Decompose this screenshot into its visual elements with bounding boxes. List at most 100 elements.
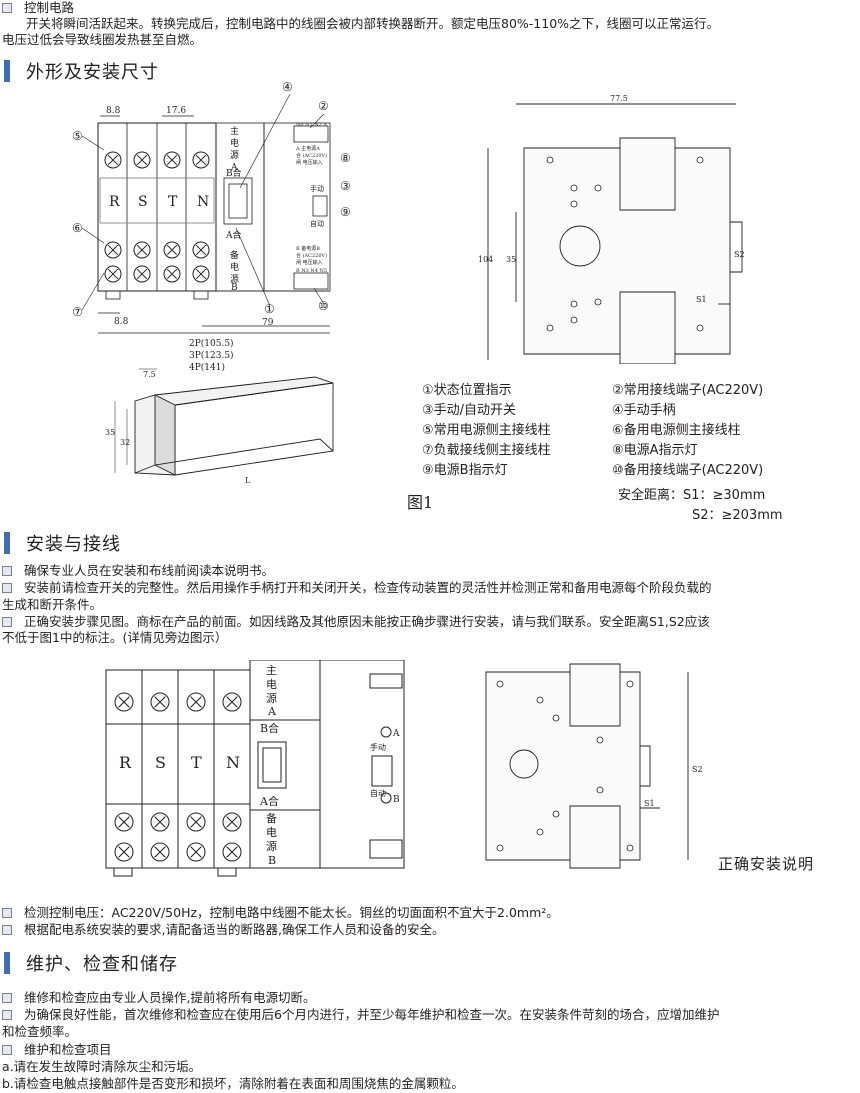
terminal-screw-icon <box>114 812 134 832</box>
mount-hole-icon <box>496 844 504 852</box>
dim-s2: S2 <box>734 250 745 259</box>
section-title: 维护、检查和储存 <box>26 954 178 975</box>
terminal-screw-icon <box>104 265 122 283</box>
mount-hole-icon <box>570 300 578 308</box>
front-a-3: 源 <box>230 150 239 161</box>
side-view-drawing-2: S1 S2 <box>485 663 703 869</box>
install-text: 确保专业人员在安装和布线前阅读本说明书。 <box>24 563 275 578</box>
bullet-square-icon <box>2 617 12 627</box>
callout-8: ⑧ <box>340 151 351 165</box>
f2-s2: S2 <box>692 765 703 774</box>
callout-9: ⑨ <box>340 205 351 219</box>
dim-w2p: 2P(105.5) <box>189 338 234 349</box>
mount-hole-icon <box>626 844 634 852</box>
legend-item: ①状态位置指示 <box>422 383 512 398</box>
mount-hole-icon <box>552 714 560 722</box>
auto-label: 自动 <box>310 219 324 228</box>
legend-item: ⑩备用接线端子(AC220V) <box>612 463 764 478</box>
f2-auto: 自动 <box>370 788 386 798</box>
intro-heading: 控制电路 <box>24 0 75 15</box>
f2-front-b-1: 备 <box>266 811 277 825</box>
dim-d5: 79 <box>262 318 274 328</box>
callout-7: ⑦ <box>72 305 83 319</box>
intro-paragraph-line2: 电压过低会导致线圈发热甚至自燃。 <box>2 32 203 47</box>
f2-manual: 手动 <box>370 742 386 752</box>
side-view-drawing: 77.5 104 35 S1 S2 <box>478 94 745 364</box>
install-text: 安装前请检查开关的完整性。然后用操作手柄打开和关闭开关，检查传动装置的灵活性并检… <box>24 580 712 595</box>
terminal-screw-icon <box>114 692 134 712</box>
dim-s1: S1 <box>696 295 707 304</box>
callout-1: ① <box>264 302 275 316</box>
mount-hole-icon <box>626 680 634 688</box>
terminal-screw-icon <box>186 842 206 862</box>
f2-front-a-3: 源 <box>266 691 277 705</box>
bullet-square-icon <box>2 566 12 576</box>
terminal-a-1: A 主电源A <box>295 145 320 152</box>
f2-b-he: B合 <box>260 721 279 735</box>
terminal-screw-icon <box>114 842 134 862</box>
dim-104: 104 <box>478 255 493 264</box>
legend-row: ⑨电源B指示灯 ⑩备用接线端子(AC220V) <box>422 461 763 481</box>
f2-front-a-1: 主 <box>266 664 277 677</box>
bullet-square-icon <box>2 3 12 13</box>
section-bar-icon <box>4 952 10 974</box>
mount-hole-icon <box>536 696 544 704</box>
callout-2: ② <box>318 99 329 113</box>
install-para-2: 安装前请检查开关的完整性。然后用操作手柄打开和关闭开关，检查传动装置的灵活性并检… <box>2 580 712 595</box>
note-text: 检测控制电压：AC220V/50Hz，控制电路中线圈不能太长。铜丝的切面面积不宜… <box>24 905 559 920</box>
front-b-2: 电 <box>230 261 239 273</box>
front-a-4: A <box>230 163 238 173</box>
legend-item: ③手动/自动开关 <box>422 403 517 418</box>
f2-front-b-3: 源 <box>266 839 277 853</box>
pole-label-t: T <box>168 194 178 210</box>
maint-para-2: 为确保良好性能，首次维修和检查应在使用后6个月内进行，并至少每年维护和检查一次。… <box>2 1007 719 1022</box>
terminal-screw-icon <box>163 265 181 283</box>
bullet-square-icon <box>2 1045 12 1055</box>
f2-s1: S1 <box>644 799 655 808</box>
mount-hole-icon <box>696 324 704 332</box>
section-header-install: 安装与接线 <box>4 531 121 555</box>
terminal-screw-icon <box>163 151 181 169</box>
mount-hole-icon <box>596 786 604 794</box>
pole-label-s: S <box>155 753 166 772</box>
maint-para-3: 维护和检查项目 <box>2 1042 112 1057</box>
dim-d4: 8.8 <box>114 317 129 327</box>
maint-text: 为确保良好性能，首次维修和检查应在使用后6个月内进行，并至少每年维护和检查一次。… <box>24 1007 720 1022</box>
safety-distance-s2: S2：≥203mm <box>692 508 783 523</box>
legend-item: ⑨电源B指示灯 <box>422 463 508 478</box>
terminal-screw-icon <box>104 241 122 259</box>
callout-6: ⑥ <box>72 221 83 235</box>
dim-35: 35 <box>506 255 516 264</box>
mount-hole-icon <box>594 298 602 306</box>
f2-lamp-b: B <box>393 795 400 805</box>
f2-front-a-4: A <box>267 705 277 718</box>
correct-install-caption: 正确安装说明 <box>718 855 815 873</box>
maint-item-a: a.请在发生故障时清除灰尘和污垢。 <box>2 1059 202 1074</box>
mount-hole-icon <box>570 184 578 192</box>
f2-front-b-2: 电 <box>266 826 277 839</box>
rail-dim-75: 7.5 <box>143 370 156 379</box>
dim-775: 77.5 <box>610 94 628 103</box>
front-view-drawing-2: R S T N 主 电 源 A B合 A合 备 电 源 B 手动 自动 A B <box>105 660 405 877</box>
term-nums-a: N0 N1 N2 A <box>296 122 327 128</box>
bullet-square-icon <box>2 1010 12 1020</box>
terminal-b-3: 闸 电压输入 <box>296 259 323 266</box>
note-1: 检测控制电压：AC220V/50Hz，控制电路中线圈不能太长。铜丝的切面面积不宜… <box>2 905 559 920</box>
manual-label: 手动 <box>310 184 324 193</box>
pole-label-r: R <box>119 753 132 772</box>
bullet-square-icon <box>2 908 12 918</box>
callout-4: ④ <box>282 80 293 94</box>
callout-3: ③ <box>340 179 351 193</box>
mount-hole-icon <box>594 184 602 192</box>
terminal-a-2: 合 (AC220V) <box>296 152 327 159</box>
terminal-screw-icon <box>222 842 242 862</box>
bullet-square-icon <box>2 993 12 1003</box>
pole-label-r: R <box>109 194 120 210</box>
terminal-screw-icon <box>192 241 210 259</box>
section-header-dimensions: 外形及安装尺寸 <box>4 59 159 83</box>
term-nums-b: B N3 N4 N5 <box>296 268 327 274</box>
